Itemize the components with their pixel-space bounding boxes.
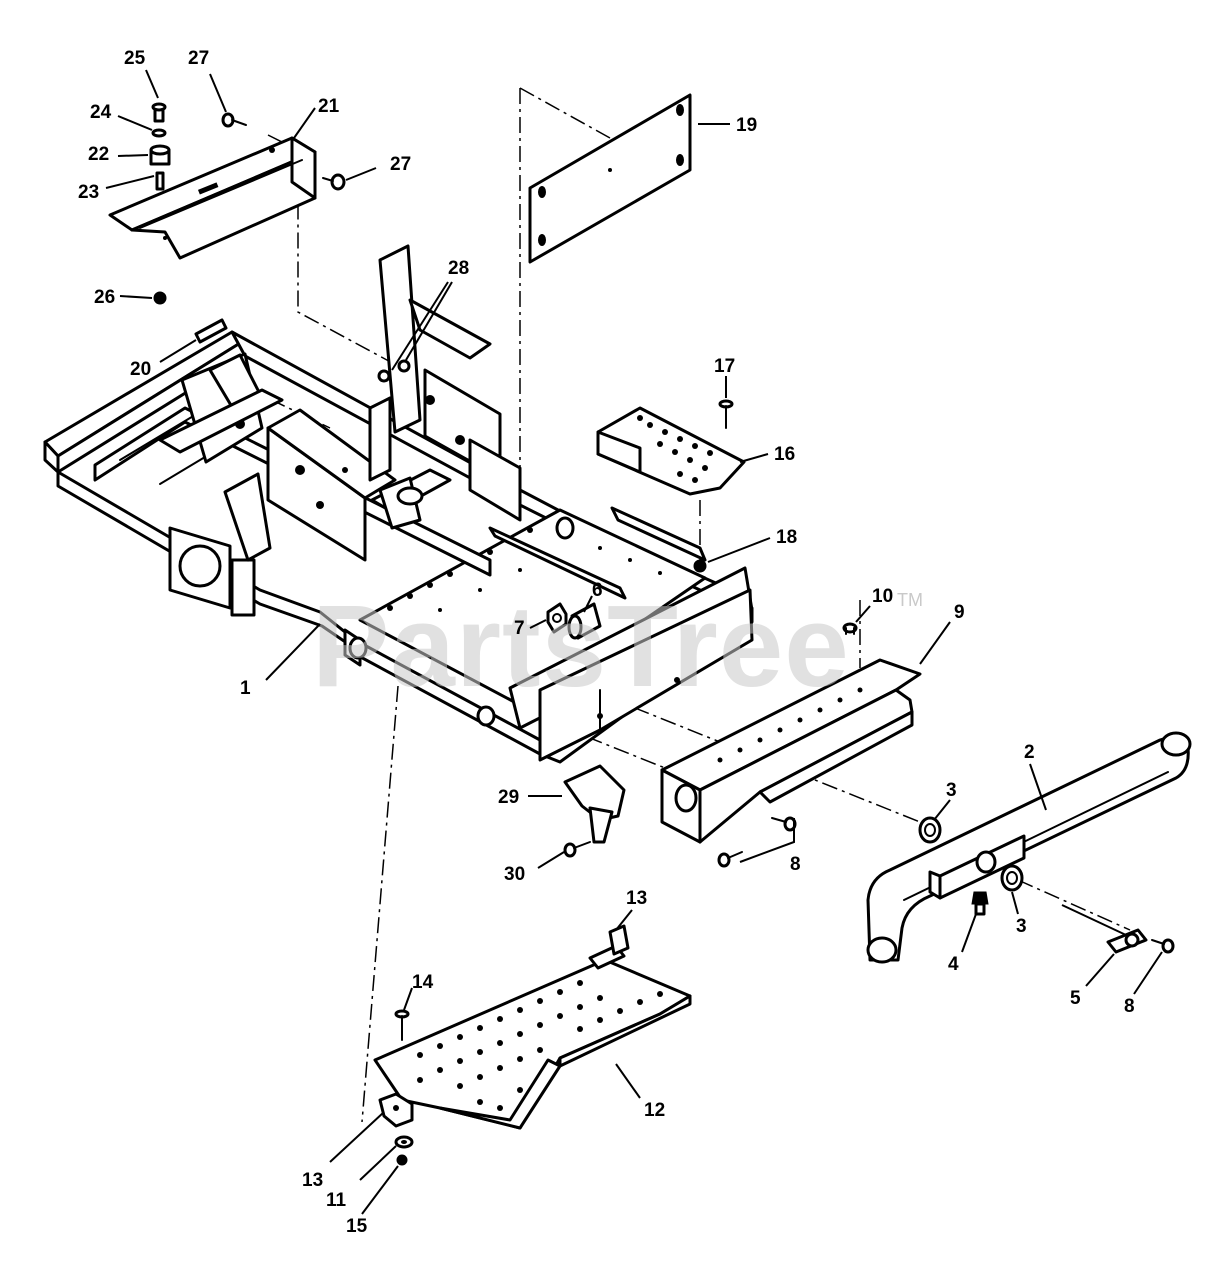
- callout-27-right: 27: [390, 154, 411, 175]
- callout-20: 20: [130, 359, 151, 380]
- part-29-bracket: [563, 764, 626, 844]
- callout-9: 9: [954, 602, 965, 623]
- callout-1: 1: [240, 678, 251, 699]
- part-13-clips: [378, 924, 630, 1128]
- callout-15: 15: [346, 1216, 368, 1237]
- callout-29: 29: [498, 787, 519, 808]
- callout-12: 12: [644, 1100, 665, 1121]
- watermark: PartsTree TM: [312, 581, 923, 711]
- part-11-washer: [394, 1135, 414, 1149]
- part-14-bolt: [394, 1009, 410, 1041]
- part-4-fitting: [971, 891, 989, 916]
- callout-25: 25: [124, 48, 146, 69]
- callout-2: 2: [1024, 742, 1035, 763]
- part-17-bolt: [718, 399, 734, 429]
- callout-13-upper: 13: [626, 888, 647, 909]
- part-28-fasteners: [377, 359, 411, 383]
- part-10-cap: [842, 622, 858, 635]
- part-18-nut: [693, 559, 707, 573]
- callout-28: 28: [448, 258, 469, 279]
- callout-8-right: 8: [1124, 996, 1135, 1017]
- part-12-step-plate: [373, 958, 692, 1130]
- callout-7: 7: [514, 618, 525, 639]
- callout-17: 17: [714, 356, 735, 377]
- step-plate-16-holes: [637, 415, 713, 483]
- part-20-roller: [194, 318, 228, 344]
- callout-21: 21: [318, 96, 340, 117]
- part-16-step-plate: [596, 406, 746, 496]
- callout-23: 23: [78, 182, 99, 203]
- callout-26: 26: [94, 287, 115, 308]
- callout-19: 19: [736, 115, 757, 136]
- step-plate-12-holes: [417, 980, 663, 1111]
- part-7-nut: [546, 602, 568, 634]
- hardware-22-27: [149, 102, 346, 305]
- front-beam-holes: [717, 687, 863, 763]
- callout-3-lower: 3: [1016, 916, 1027, 937]
- callout-4: 4: [948, 954, 959, 975]
- callout-22: 22: [88, 144, 109, 165]
- part-3-bushings: [918, 816, 1024, 892]
- callout-8-center: 8: [790, 854, 801, 875]
- callout-24: 24: [90, 102, 112, 123]
- part-19-plate: [528, 93, 692, 264]
- part-5-pivot-pin: [1061, 904, 1175, 954]
- callout-3-upper: 3: [946, 780, 957, 801]
- callout-5: 5: [1070, 988, 1081, 1009]
- leader-lines: [105, 69, 1163, 1215]
- callout-27-top: 27: [188, 48, 209, 69]
- callout-16: 16: [774, 444, 795, 465]
- watermark-trademark: TM: [897, 590, 923, 610]
- callout-13-lower: 13: [302, 1170, 323, 1191]
- callout-11: 11: [326, 1190, 347, 1211]
- part-21-bracket: [108, 136, 317, 260]
- part-9-front-beam: [660, 658, 922, 844]
- part-2-axle-arm: [866, 731, 1192, 964]
- callout-30: 30: [504, 864, 525, 885]
- watermark-text: PartsTree: [312, 581, 850, 711]
- callout-6: 6: [592, 580, 603, 601]
- part-1-frame: [43, 244, 754, 764]
- callout-14: 14: [412, 972, 434, 993]
- screw-27-top: [221, 112, 247, 128]
- part-15-nut: [396, 1154, 408, 1166]
- screw-27-right: [322, 173, 346, 191]
- callout-18: 18: [776, 527, 797, 548]
- callout-labels: 25 27 21 24 22 27 23 26 19 28 20 17 16 1…: [78, 48, 1135, 1237]
- callout-10: 10: [872, 586, 893, 607]
